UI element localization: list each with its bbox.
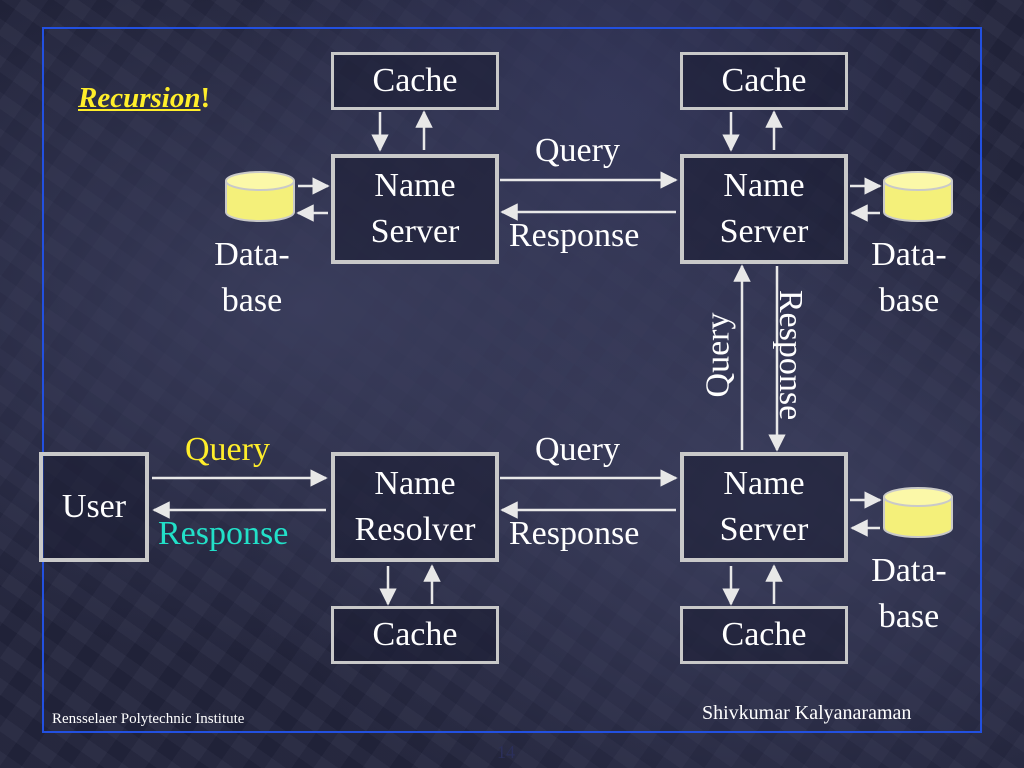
slide-frame [42, 27, 982, 733]
database-label-line-2: base [878, 282, 940, 319]
name-server-line-2: Server [719, 511, 809, 548]
database-icon-top-left [225, 171, 295, 222]
response-label-user: Response [158, 515, 289, 552]
query-label-bottom: Query [535, 431, 620, 468]
page-number: 14 [497, 742, 515, 762]
database-icon-bottom-right [883, 487, 953, 538]
name-resolver-box: Name Resolver [331, 452, 499, 562]
cache-box-bottom-left: Cache [331, 606, 499, 664]
name-resolver-line-2: Resolver [354, 511, 476, 548]
name-server-top-right: Name Server [680, 154, 848, 264]
cache-label: Cache [372, 62, 458, 99]
name-server-line-1: Name [723, 465, 805, 502]
cache-box-top-right: Cache [680, 52, 848, 110]
query-label-vertical: Query [699, 312, 737, 398]
response-label-top: Response [509, 217, 640, 254]
name-resolver-line-1: Name [374, 465, 456, 502]
database-label-line-2: base [878, 598, 940, 635]
query-label-top: Query [535, 132, 620, 169]
cache-box-bottom-right: Cache [680, 606, 848, 664]
user-box: User [39, 452, 149, 562]
name-server-bottom-right: Name Server [680, 452, 848, 562]
name-server-line-2: Server [370, 213, 460, 250]
response-label-vertical: Response [772, 289, 810, 421]
name-server-line-1: Name [723, 167, 805, 204]
database-label-line-1: Data- [214, 236, 290, 273]
database-label-bottom-right: Data- base [859, 548, 959, 640]
name-server-line-1: Name [374, 167, 456, 204]
database-label-top-left: Data- base [202, 232, 302, 324]
database-label-top-right: Data- base [859, 232, 959, 324]
database-icon-top-right [883, 171, 953, 222]
response-label-bottom: Response [509, 515, 640, 552]
database-label-line-1: Data- [871, 236, 947, 273]
title-recursion: Recursion [78, 82, 201, 114]
cache-label: Cache [721, 62, 807, 99]
query-label-user: Query [185, 431, 270, 468]
database-label-line-2: base [221, 282, 283, 319]
user-label: User [61, 488, 127, 525]
title-exclamation: ! [200, 82, 211, 114]
cache-label: Cache [372, 616, 458, 653]
cache-label: Cache [721, 616, 807, 653]
slide-title: Recursion! [78, 82, 210, 115]
name-server-line-2: Server [719, 213, 809, 250]
database-label-line-1: Data- [871, 552, 947, 589]
cache-box-top-left: Cache [331, 52, 499, 110]
footer-author: Shivkumar Kalyanaraman [702, 702, 912, 724]
footer-institution: Rensselaer Polytechnic Institute [52, 711, 245, 727]
name-server-top-left: Name Server [331, 154, 499, 264]
